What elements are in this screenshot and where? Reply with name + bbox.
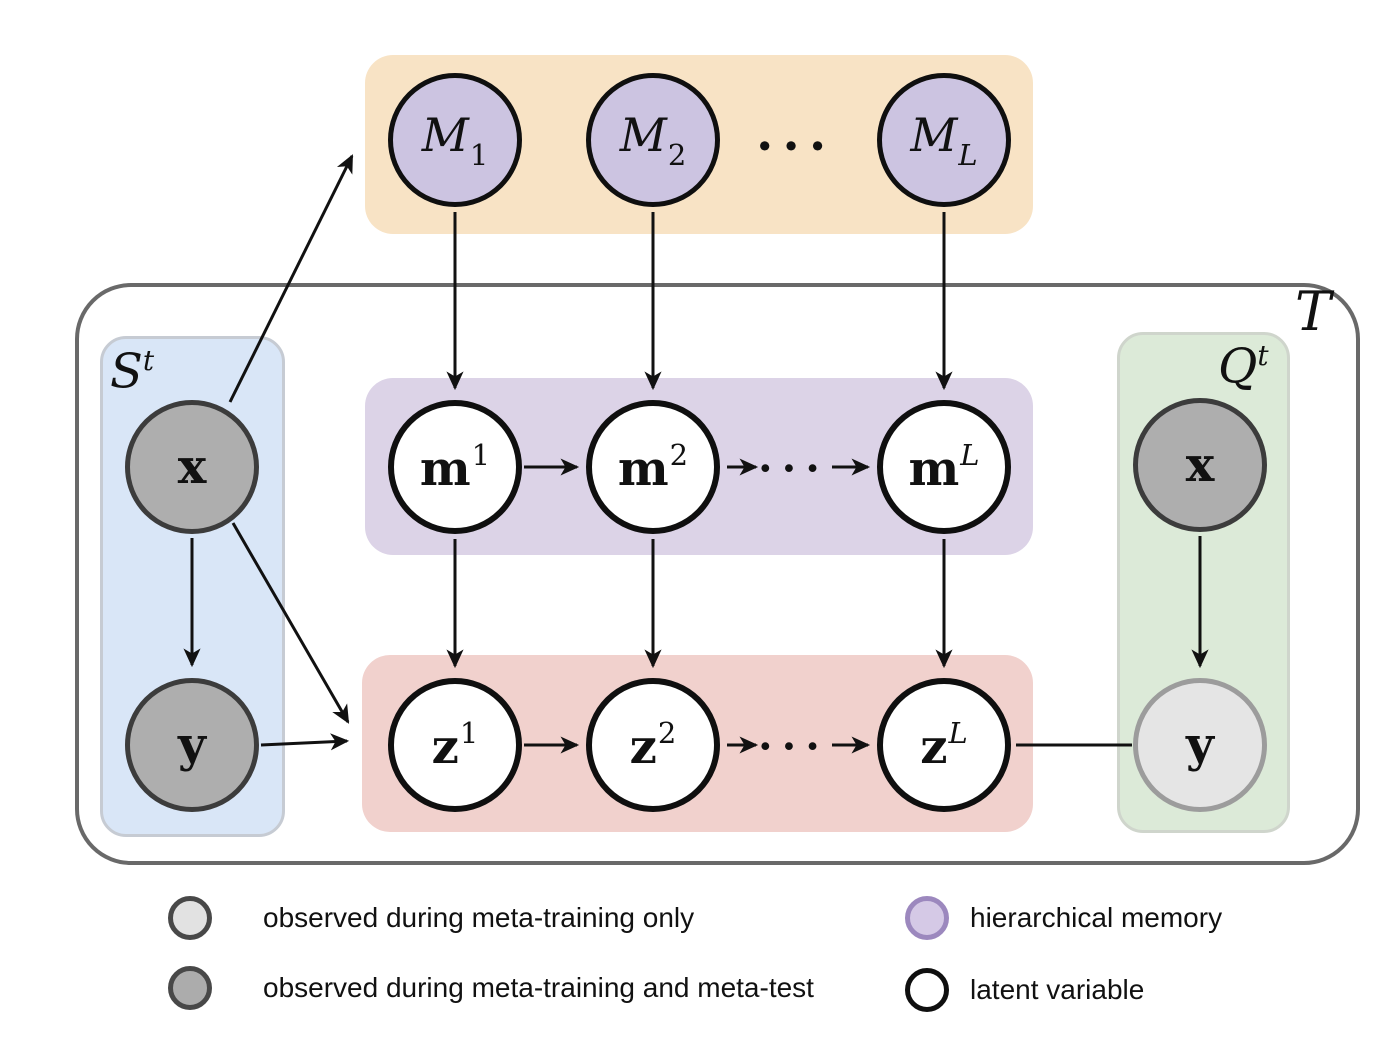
node-z1: z1 — [388, 678, 522, 812]
node-y-support: y — [125, 678, 259, 812]
legend-label-observed: observed during meta-training and meta-t… — [263, 972, 814, 1003]
node-mL: mL — [877, 400, 1011, 534]
edge-ysupport-z1 — [260, 733, 350, 751]
latent-row-ellipsis: ··· — [758, 722, 829, 771]
edge-xsupport-z1 — [231, 522, 350, 724]
node-m2: m2 — [586, 400, 720, 534]
node-x-support: x — [125, 400, 259, 534]
edge-xsupport-memoryband — [228, 154, 354, 403]
legend-label-latent-variable: latent variable — [970, 974, 1145, 1005]
node-m1: m1 — [388, 400, 522, 534]
node-z2: z2 — [586, 678, 720, 812]
node-zL: zL — [877, 678, 1011, 812]
node-M1: M1 — [388, 73, 522, 207]
task-plate-label: T — [1295, 280, 1332, 343]
legend-swatch-observed — [168, 966, 212, 1010]
legend-label-observed-light: observed during meta-training only — [263, 902, 695, 933]
node-y-query: y — [1133, 678, 1267, 812]
legend-swatch-hierarchical-memory — [905, 896, 949, 940]
memory-row-ellipsis: ··· — [756, 116, 836, 175]
query-set-label: Qt — [1218, 338, 1269, 395]
support-set-label: St — [110, 343, 155, 400]
node-x-query: x — [1133, 398, 1267, 532]
node-M2: M2 — [586, 73, 720, 207]
legend-swatch-latent-variable — [905, 968, 949, 1012]
task-plate — [75, 283, 1360, 865]
legend-swatch-observed-light — [168, 896, 212, 940]
node-ML: ML — [877, 73, 1011, 207]
state-row-ellipsis: ··· — [758, 444, 829, 493]
legend-label-hierarchical-memory: hierarchical memory — [970, 902, 1223, 933]
